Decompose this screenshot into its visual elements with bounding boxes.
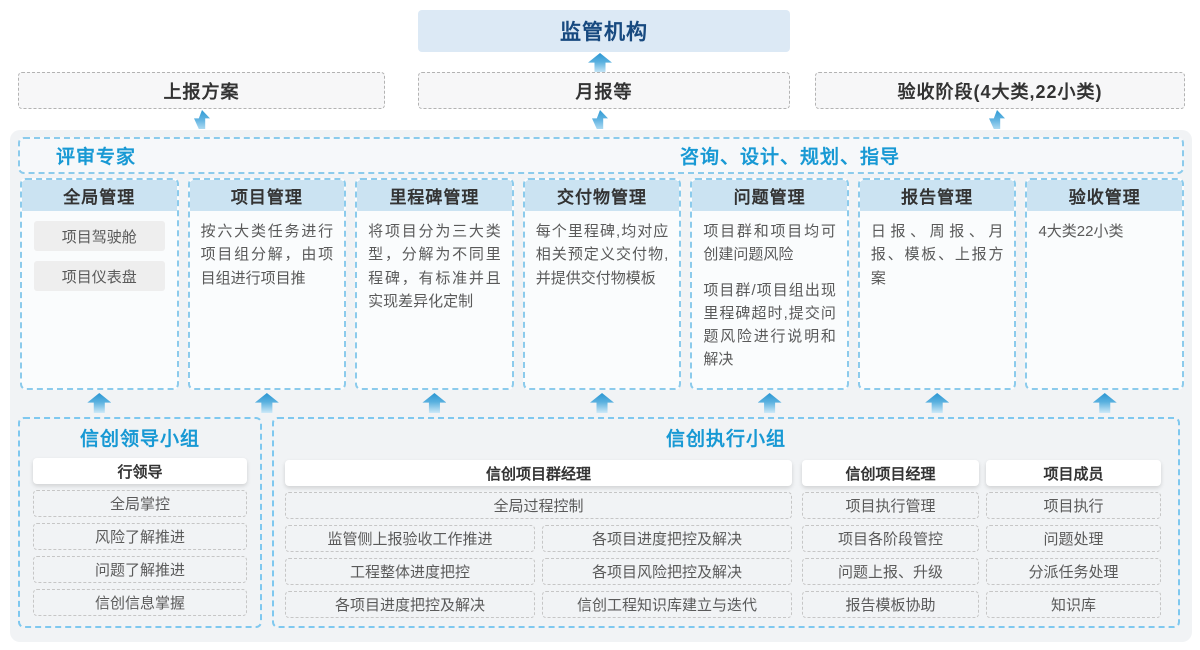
duty-item: 全局掌控: [33, 490, 247, 517]
arrow-up-icon: [592, 110, 608, 129]
arrow-up-icon: [590, 393, 615, 413]
column-description: 将项目分为三大类型，分解为不同里程碑，有标准并且实现差异化定制: [368, 223, 501, 310]
duty-item: 工程整体进度把控: [285, 558, 535, 585]
column-report-management: 报告管理 日报、周报、月报、模板、上报方案: [857, 178, 1017, 390]
program-manager-section: 信创项目群经理 全局过程控制 监管侧上报验收工作推进 各项目进度把控及解决 工程…: [285, 458, 792, 618]
role-pill-bank-leader: 行领导: [33, 458, 247, 484]
column-issue-management: 问题管理 项目群和项目均可创建问题风险 项目群/项目组出现里程碑超时,提交问题风…: [690, 178, 849, 390]
advisor-bar: 评审专家 咨询、设计、规划、指导: [18, 137, 1184, 174]
group-title: 信创执行小组: [665, 429, 786, 450]
duty-item: 问题上报、升级: [802, 558, 979, 585]
duty-item: 信创工程知识库建立与迭代: [542, 591, 792, 618]
column-title: 问题管理: [692, 180, 847, 211]
duty-item: 项目执行管理: [802, 492, 979, 519]
column-deliverable-management: 交付物管理 每个里程碑,均对应相关预定义交付物,并提供交付物模板: [522, 178, 682, 390]
group-title: 信创领导小组: [79, 429, 200, 450]
duty-item: 信创信息掌握: [33, 589, 247, 616]
duty-item: 问题处理: [986, 525, 1161, 552]
duty-item: 项目执行: [986, 492, 1161, 519]
regulator-box: 监管机构: [418, 10, 790, 52]
column-description: 4大类22小类: [1038, 223, 1124, 240]
column-description: 每个里程碑,均对应相关预定义交付物,并提供交付物模板: [535, 223, 669, 287]
arrow-up-icon: [588, 53, 612, 73]
duty-item: 各项目进度把控及解决: [542, 525, 792, 552]
duty-item: 问题了解推进: [33, 556, 247, 583]
duty-item: 风险了解推进: [33, 523, 247, 550]
regulator-label: 监管机构: [560, 21, 648, 44]
channel-label: 验收阶段(4大类,22小类): [897, 81, 1103, 102]
role-pill-project-manager: 信创项目经理: [802, 460, 979, 486]
duty-item: 知识库: [986, 591, 1161, 618]
arrow-up-icon: [87, 393, 112, 413]
arrow-up-icon: [925, 393, 950, 413]
column-description: 项目群和项目均可创建问题风险: [703, 223, 836, 264]
arrow-up-icon: [194, 110, 210, 129]
column-description: 按六大类任务进行项目组分解，由项目组进行项目推: [200, 223, 334, 287]
column-arrows: [20, 393, 1184, 413]
arrow-up-icon: [254, 393, 279, 413]
column-title: 全局管理: [22, 180, 177, 211]
feature-pill: 项目仪表盘: [34, 261, 165, 291]
duty-item: 各项目风险把控及解决: [542, 558, 792, 585]
reviewer-title: 评审专家: [56, 147, 137, 168]
role-pill-program-manager: 信创项目群经理: [285, 460, 792, 486]
column-description: 项目群/项目组出现里程碑超时,提交问题风险进行说明和解决: [703, 281, 836, 369]
arrow-up-icon: [757, 393, 782, 413]
duty-item: 项目各阶段管控: [802, 525, 979, 552]
channel-label: 月报等: [575, 81, 633, 102]
channel-report-plan: 上报方案: [18, 72, 385, 109]
column-title: 交付物管理: [524, 180, 680, 211]
column-title: 里程碑管理: [357, 180, 512, 211]
arrow-up-icon: [989, 110, 1005, 129]
column-project-management: 项目管理 按六大类任务进行项目组分解，由项目组进行项目推: [187, 178, 347, 390]
channel-label: 上报方案: [163, 81, 240, 102]
channel-monthly-report: 月报等: [418, 72, 790, 109]
capability-columns: 全局管理 项目驾驶舱 项目仪表盘 项目管理 按六大类任务进行项目组分解，由项目组…: [20, 178, 1185, 390]
column-acceptance-management: 验收管理 4大类22小类: [1025, 178, 1185, 390]
platform-container: 评审专家 咨询、设计、规划、指导 全局管理 项目驾驶舱 项目仪表盘 项目管理 按…: [10, 130, 1192, 642]
leadership-group: 信创领导小组 行领导 全局掌控 风险了解推进 问题了解推进 信创信息掌握: [18, 417, 262, 628]
advisor-title: 咨询、设计、规划、指导: [680, 147, 901, 168]
column-title: 项目管理: [189, 180, 345, 211]
feature-pill: 项目驾驶舱: [34, 221, 165, 251]
channel-acceptance-stage: 验收阶段(4大类,22小类): [815, 72, 1185, 109]
duty-item: 分派任务处理: [986, 558, 1161, 585]
column-title: 验收管理: [1027, 180, 1183, 211]
column-description: 日报、周报、月报、模板、上报方案: [870, 223, 1004, 287]
role-pill-project-member: 项目成员: [986, 460, 1161, 486]
column-global-management: 全局管理 项目驾驶舱 项目仪表盘: [20, 178, 179, 390]
project-member-section: 项目成员 项目执行 问题处理 分派任务处理 知识库: [986, 458, 1161, 618]
arrow-up-icon: [422, 393, 447, 413]
duty-item: 监管侧上报验收工作推进: [285, 525, 535, 552]
column-title: 报告管理: [859, 180, 1015, 211]
project-manager-section: 信创项目经理 项目执行管理 项目各阶段管控 问题上报、升级 报告模板协助: [802, 458, 979, 618]
arrow-up-icon: [1092, 393, 1117, 413]
column-milestone-management: 里程碑管理 将项目分为三大类型，分解为不同里程碑，有标准并且实现差异化定制: [355, 178, 514, 390]
duty-item: 全局过程控制: [285, 492, 792, 519]
duty-item: 各项目进度把控及解决: [285, 591, 535, 618]
execution-group: 信创执行小组 信创项目群经理 全局过程控制 监管侧上报验收工作推进 各项目进度把…: [272, 417, 1180, 628]
duty-item: 报告模板协助: [802, 591, 979, 618]
